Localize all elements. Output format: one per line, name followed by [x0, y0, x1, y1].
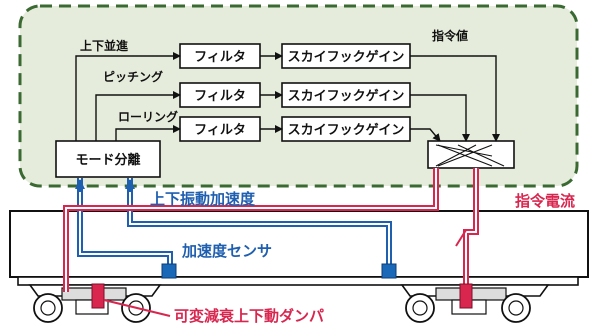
damper-left: [91, 283, 105, 309]
gain-label-2: スカイフックゲイン: [288, 88, 405, 104]
command-current-label: 指令電流: [515, 192, 575, 210]
filter-label-1: フィルタ: [194, 50, 246, 65]
vertical-acceleration-label: 上下振動加速度: [150, 190, 256, 208]
damper-label: 可変減衰上下動ダンパ: [174, 307, 324, 325]
mode-separation-label: モード分離: [75, 152, 140, 168]
filter-block-1: フィルタ: [179, 43, 261, 69]
acceleration-signal-paths: [75, 178, 392, 266]
filter-label-2: フィルタ: [194, 89, 246, 104]
filter-block-3: フィルタ: [179, 116, 261, 142]
bogie-right: [400, 284, 550, 323]
damper-leader-line: [103, 299, 171, 317]
gain-block-3: スカイフックゲイン: [281, 116, 411, 142]
gain-to-mixing-arrows: [410, 55, 500, 142]
gain-label-1: スカイフックゲイン: [288, 49, 405, 65]
filter-label-3: フィルタ: [194, 123, 246, 138]
gain-block-2: スカイフックゲイン: [281, 82, 411, 108]
acceleration-sensor-right: [381, 263, 397, 279]
signal-label-vertical: 上下並進: [80, 38, 129, 53]
command-value-label: 指令値: [432, 28, 468, 43]
filter-block-2: フィルタ: [179, 82, 261, 108]
command-current-paths: [63, 168, 479, 292]
damper-right: [459, 283, 473, 309]
mode-to-filter-lines: [75, 52, 181, 141]
acceleration-sensor-label: 加速度センサ: [181, 242, 272, 260]
gain-block-1: スカイフックゲイン: [281, 43, 411, 69]
mode-separation-block: モード分離: [55, 140, 161, 178]
mixing-block: [427, 140, 515, 169]
signal-label-rolling: ローリング: [118, 109, 178, 124]
signal-label-pitching: ピッチング: [103, 69, 163, 84]
filter-to-gain-arrows: [260, 52, 283, 133]
acceleration-sensor-left: [161, 263, 177, 279]
gain-label-3: スカイフックゲイン: [288, 122, 405, 138]
